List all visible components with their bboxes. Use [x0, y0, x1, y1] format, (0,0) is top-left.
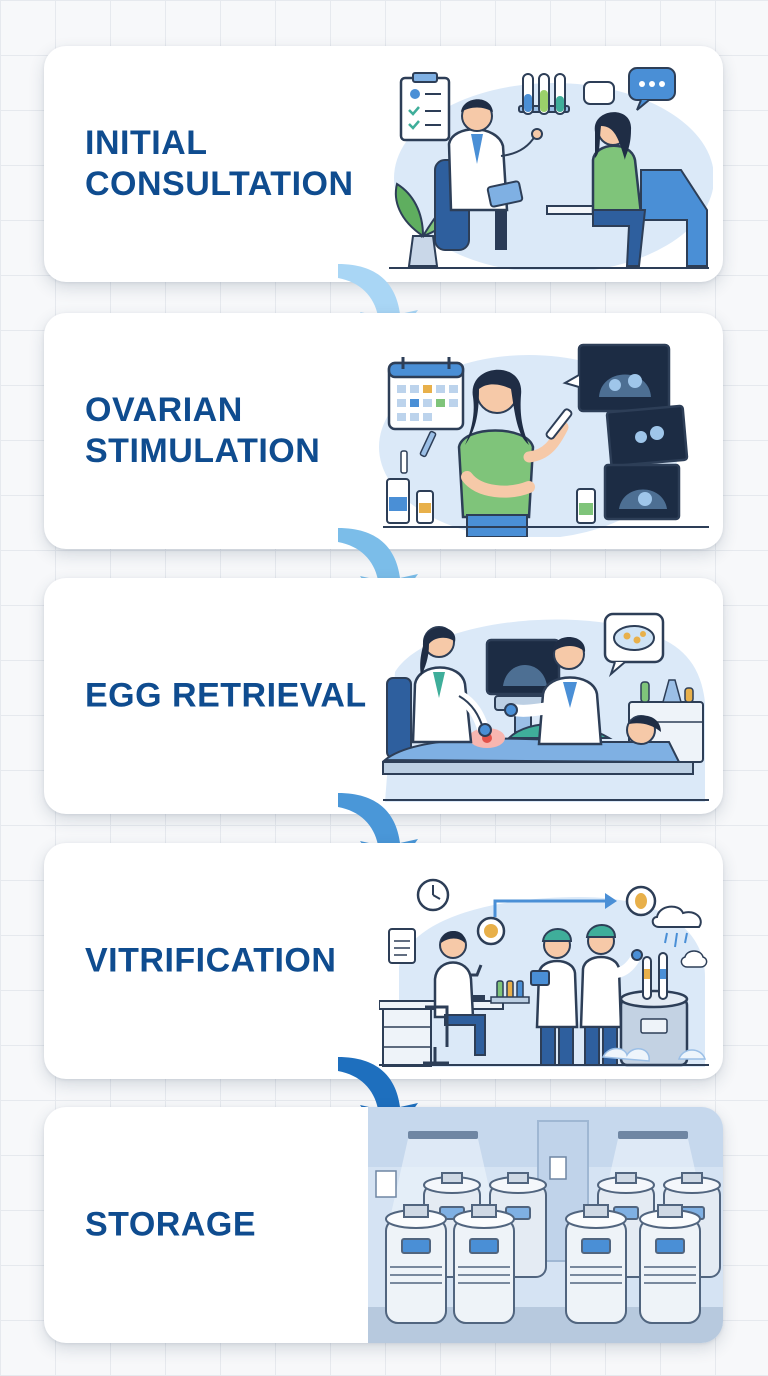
scientist-seated [423, 931, 486, 1065]
petri-dish-icon [603, 612, 665, 678]
cryo-tank-icon [385, 1172, 721, 1324]
chat-bubble-icon [583, 67, 676, 111]
doctor-figure [434, 99, 543, 251]
vitrification-illustration [379, 878, 709, 1067]
cryo-tank-icon [601, 952, 707, 1067]
step-title: VITRIFICATION [85, 941, 337, 980]
step-card-storage: STORAGE [44, 1107, 723, 1343]
patient-figure [591, 112, 708, 267]
calendar-icon [387, 357, 465, 431]
step-title: INITIAL CONSULTATION [85, 124, 354, 203]
step-title: EGG RETRIEVAL [85, 676, 367, 715]
bed [382, 715, 694, 775]
step-card-initial-consultation: INITIAL CONSULTATION [44, 46, 723, 282]
clipboard-icon [399, 72, 451, 142]
cloud-icon [651, 905, 708, 968]
egg-icon [476, 885, 657, 946]
retrieval-illustration [382, 612, 709, 802]
step-card-ovarian-stimulation: OVARIAN STIMULATION [44, 313, 723, 549]
consultation-illustration [389, 67, 713, 270]
woman-figure [457, 369, 573, 537]
clock-icon [416, 878, 450, 912]
scientist-standing-1 [530, 928, 579, 1066]
test-tubes-icon [518, 73, 570, 115]
doctor-right [504, 637, 603, 746]
step-title: STORAGE [85, 1205, 257, 1244]
step-card-vitrification: VITRIFICATION [44, 843, 723, 1079]
storage-illustration [368, 1107, 723, 1343]
doctor-left [411, 626, 492, 744]
scientist-standing-2 [579, 924, 643, 1066]
step-title: OVARIAN STIMULATION [85, 391, 321, 470]
stimulation-illustration [379, 343, 709, 537]
vials-icon [386, 430, 596, 524]
step-card-egg-retrieval: EGG RETRIEVAL [44, 578, 723, 814]
clipboard-icon [388, 928, 416, 964]
ultrasound-icon [562, 343, 689, 521]
